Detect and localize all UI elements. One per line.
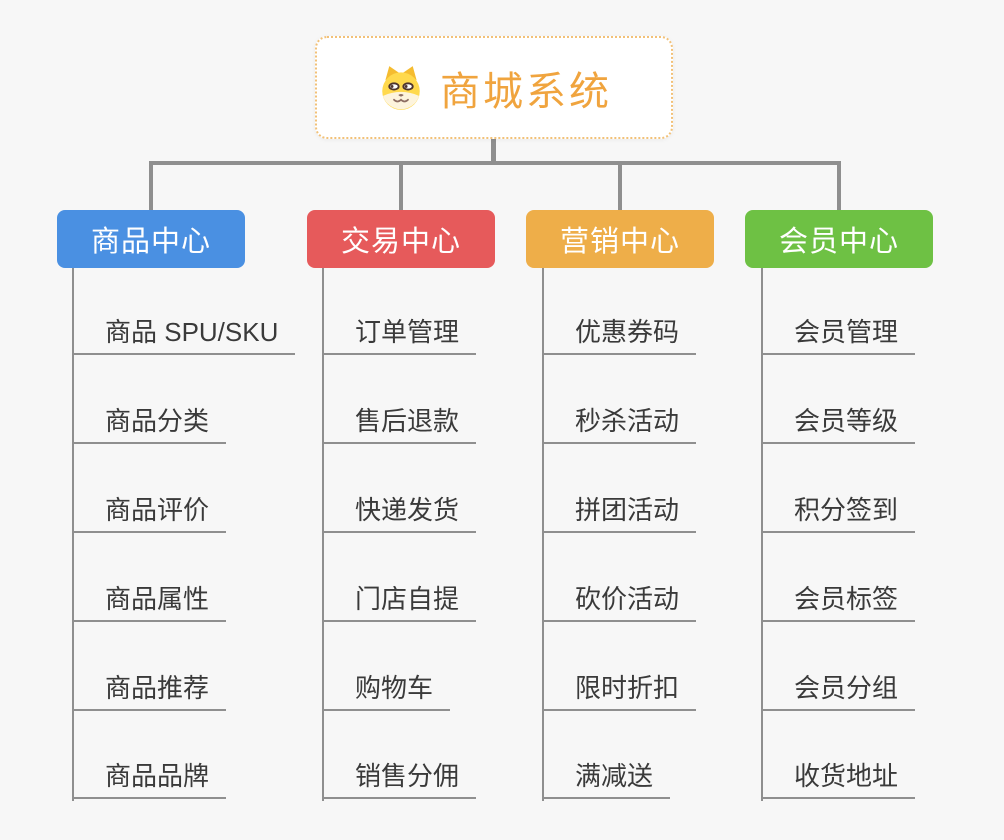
connector-drop-2 <box>399 161 403 210</box>
leaf-topic[interactable]: 商品分类 <box>73 398 227 444</box>
branch-spine-3 <box>542 268 544 801</box>
leaf-topic[interactable]: 商品品牌 <box>73 753 227 799</box>
branch-spine-1 <box>72 268 74 801</box>
leaf-topic[interactable]: 销售分佣 <box>323 753 477 799</box>
connector-root-stub <box>491 138 496 165</box>
leaf-topic[interactable]: 订单管理 <box>323 309 477 355</box>
branch-spine-4 <box>761 268 763 801</box>
branch-node-trade-center[interactable]: 交易中心 <box>307 210 495 268</box>
connector-horizontal <box>149 161 841 165</box>
leaf-topic[interactable]: 满减送 <box>543 753 671 799</box>
leaf-topic[interactable]: 优惠券码 <box>543 309 697 355</box>
leaf-topic[interactable]: 快递发货 <box>323 487 477 533</box>
root-node[interactable]: 商城系统 <box>315 36 673 139</box>
leaf-topic[interactable]: 限时折扣 <box>543 665 697 711</box>
connector-drop-1 <box>149 161 153 210</box>
leaf-topic[interactable]: 秒杀活动 <box>543 398 697 444</box>
leaf-topic[interactable]: 会员管理 <box>762 309 916 355</box>
leaf-topic[interactable]: 商品 SPU/SKU <box>73 309 296 355</box>
leaf-topic[interactable]: 拼团活动 <box>543 487 697 533</box>
connector-drop-4 <box>837 161 841 210</box>
leaf-topic[interactable]: 购物车 <box>323 665 451 711</box>
leaf-topic[interactable]: 砍价活动 <box>543 576 697 622</box>
connector-drop-3 <box>618 161 622 210</box>
branch-node-member-center[interactable]: 会员中心 <box>745 210 933 268</box>
leaf-topic[interactable]: 商品属性 <box>73 576 227 622</box>
leaf-topic[interactable]: 会员等级 <box>762 398 916 444</box>
branch-node-product-center[interactable]: 商品中心 <box>57 210 245 268</box>
leaf-topic[interactable]: 积分签到 <box>762 487 916 533</box>
leaf-topic[interactable]: 会员标签 <box>762 576 916 622</box>
leaf-topic[interactable]: 售后退款 <box>323 398 477 444</box>
leaf-topic[interactable]: 会员分组 <box>762 665 916 711</box>
leaf-topic[interactable]: 商品推荐 <box>73 665 227 711</box>
leaf-topic[interactable]: 商品评价 <box>73 487 227 533</box>
branch-spine-2 <box>322 268 324 801</box>
leaf-topic[interactable]: 门店自提 <box>323 576 477 622</box>
dog-face-icon <box>382 65 420 110</box>
leaf-topic[interactable]: 收货地址 <box>762 753 916 799</box>
branch-node-marketing-center[interactable]: 营销中心 <box>526 210 714 268</box>
root-node-label: 商城系统 <box>440 69 612 114</box>
